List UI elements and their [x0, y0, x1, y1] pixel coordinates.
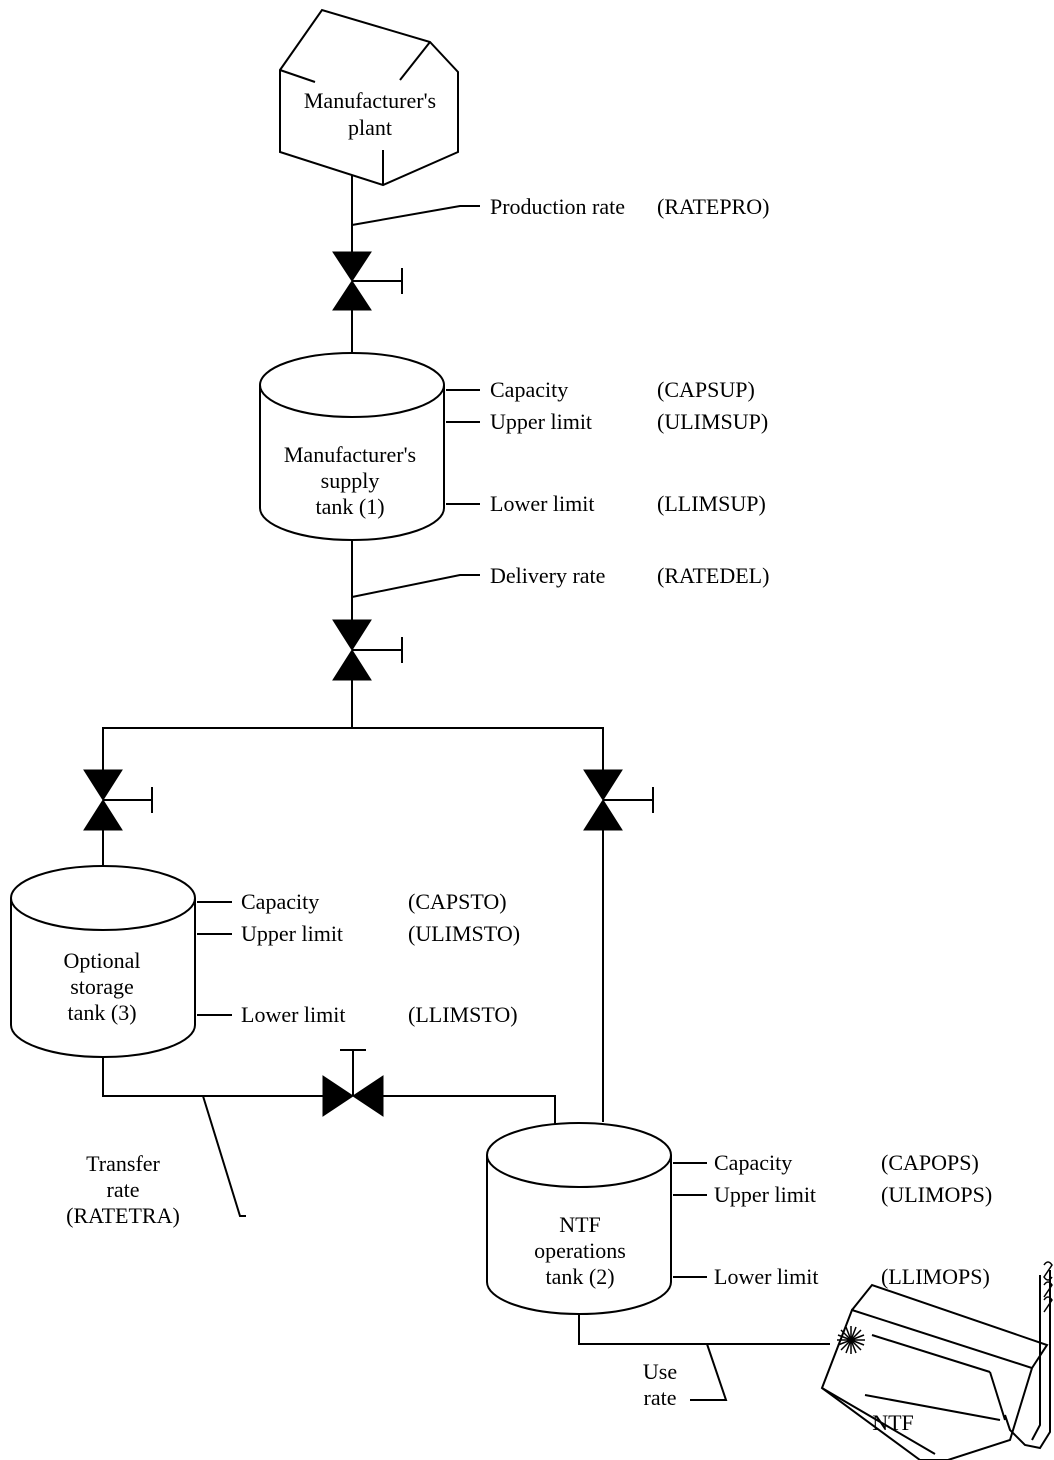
ops-lower-limit-label: Lower limit: [714, 1264, 818, 1289]
transfer-rate-line2: rate: [107, 1177, 140, 1202]
plant-label-line2: plant: [348, 115, 392, 140]
transfer-pipe-left: [102, 1057, 323, 1097]
supply-upper-limit-label: Upper limit: [490, 409, 592, 434]
delivery-rate-code: (RATEDEL): [657, 563, 769, 588]
use-rate-leader: [690, 1343, 728, 1401]
ops-tank-label-line3: tank (2): [545, 1264, 614, 1289]
storage-upper-limit-label: Upper limit: [241, 921, 343, 946]
delivery-rate-label: Delivery rate: [490, 563, 605, 588]
storage-capacity-label: Capacity: [241, 889, 319, 914]
supply-capacity-label: Capacity: [490, 377, 568, 402]
delivery-rate-leader: [351, 574, 480, 598]
storage-tank-label-line2: storage: [70, 974, 134, 999]
transfer-rate-line3: (RATETRA): [66, 1203, 180, 1228]
distribution-header: [102, 727, 604, 770]
supply-upper-limit-code: (ULIMSUP): [657, 409, 768, 434]
production-rate-leader: [351, 205, 480, 226]
supply-capacity-code: (CAPSUP): [657, 377, 755, 402]
plant-label-line1: Manufacturer's: [304, 88, 436, 113]
supply-tank-label-line3: tank (1): [315, 494, 384, 519]
ops-capacity-code: (CAPOPS): [881, 1150, 979, 1175]
supply-tank-label-line2: supply: [321, 468, 380, 493]
storage-tank-label-line3: tank (3): [67, 1000, 136, 1025]
storage-capacity-code: (CAPSTO): [408, 889, 507, 914]
production-rate-label: Production rate: [490, 194, 625, 219]
ntf-label: NTF: [872, 1410, 914, 1435]
storage-tank: Optional storage tank (3): [10, 865, 196, 1058]
ops-tank-label-line1: NTF: [559, 1212, 601, 1237]
supply-lower-limit-label: Lower limit: [490, 491, 594, 516]
ops-upper-limit-label: Upper limit: [714, 1182, 816, 1207]
storage-lower-limit-code: (LLIMSTO): [408, 1002, 518, 1027]
use-pipe: [578, 1315, 830, 1345]
ntf-return-duct: [1004, 1261, 1053, 1450]
operations-tank: NTF operations tank (2): [486, 1122, 672, 1315]
storage-tank-label-line1: Optional: [64, 948, 141, 973]
ops-lower-limit-code: (LLIMOPS): [881, 1264, 990, 1289]
supply-tank: Manufacturer's supply tank (1): [259, 352, 445, 541]
fan-icon: [837, 1326, 865, 1354]
supply-lower-limit-code: (LLIMSUP): [657, 491, 766, 516]
ntf-facility: NTF: [820, 1283, 1049, 1460]
ops-capacity-label: Capacity: [714, 1150, 792, 1175]
storage-upper-limit-code: (ULIMSTO): [408, 921, 520, 946]
valve-delivery: [332, 619, 403, 681]
valve-operations-inlet: [583, 769, 654, 831]
manufacturers-plant: Manufacturer's plant: [279, 8, 459, 187]
valve-storage-inlet: [83, 769, 153, 831]
valve-transfer: [322, 1049, 384, 1117]
use-rate-line1: Use: [643, 1359, 677, 1384]
storage-lower-limit-label: Lower limit: [241, 1002, 345, 1027]
valve-production: [332, 251, 403, 311]
transfer-rate-line1: Transfer: [86, 1151, 160, 1176]
ops-upper-limit-code: (ULIMOPS): [881, 1182, 992, 1207]
supply-tank-label-line1: Manufacturer's: [284, 442, 416, 467]
transfer-rate-leader: [202, 1095, 246, 1217]
use-rate-line2: rate: [644, 1385, 677, 1410]
production-rate-code: (RATEPRO): [657, 194, 769, 219]
ops-tank-label-line2: operations: [534, 1238, 626, 1263]
